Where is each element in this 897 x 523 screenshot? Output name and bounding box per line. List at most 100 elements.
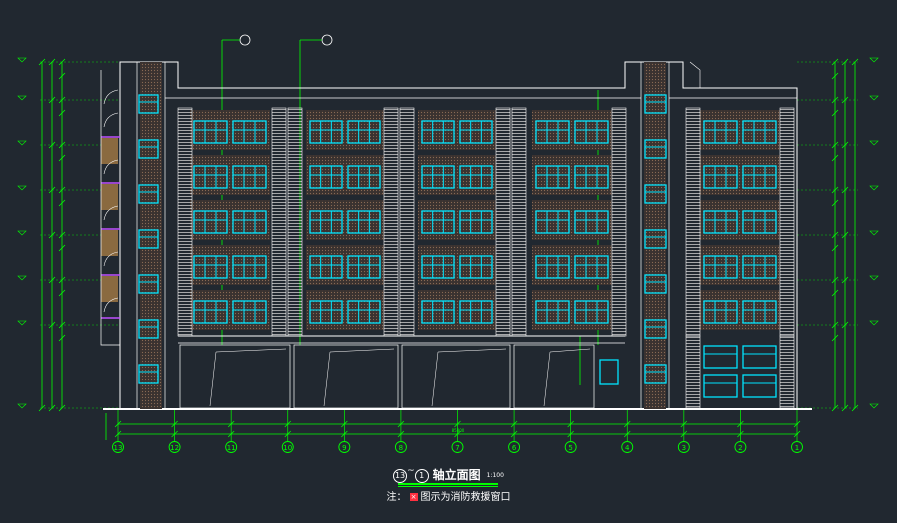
axis-tick [623, 430, 631, 438]
window-frame [232, 300, 267, 324]
ground-bay-line [437, 348, 507, 353]
window [193, 210, 228, 234]
axis-tick [114, 430, 122, 438]
stair-curve [103, 159, 119, 175]
window-frame [535, 255, 570, 279]
axis-bubble [394, 441, 407, 453]
window-frame [574, 210, 609, 234]
window [535, 165, 570, 189]
dim-tick [58, 289, 66, 297]
axis-tick [680, 430, 688, 438]
window-frame [309, 300, 343, 324]
level-marker [869, 95, 879, 101]
dim-tick [58, 154, 66, 162]
note-text: 图示为消防救援窗口 [420, 492, 511, 503]
louver-column [779, 335, 795, 409]
window-frame [742, 210, 777, 234]
note-prefix: 注： [386, 492, 407, 503]
level-marker [869, 403, 879, 409]
window [309, 300, 343, 324]
axis-label-4: 4 [625, 444, 630, 452]
level-marker [869, 230, 879, 236]
window [309, 165, 343, 189]
axis-tick [737, 430, 744, 438]
window-frame [742, 345, 777, 369]
window-frame [193, 165, 228, 189]
window-frame [232, 120, 267, 144]
level-marker [17, 140, 27, 146]
axis-tick [227, 420, 235, 428]
level-marker [17, 275, 27, 281]
window [703, 165, 738, 189]
ground-bay-line [323, 351, 331, 407]
axis-tick [793, 420, 801, 428]
window [703, 300, 738, 324]
balcony-outline [100, 70, 120, 346]
window-frame [703, 165, 738, 189]
tower-window [138, 94, 159, 114]
axis-bubble [677, 441, 690, 453]
window [193, 255, 228, 279]
roof-feature [682, 61, 701, 89]
level-marker [17, 185, 27, 191]
window [742, 210, 777, 234]
axis-tick [227, 430, 235, 438]
axis-tick [341, 420, 348, 428]
louver-column [511, 107, 527, 337]
window-frame [703, 345, 738, 369]
axis-tick [284, 430, 292, 438]
building-layer [100, 61, 812, 410]
window [193, 120, 228, 144]
axis-tick [737, 420, 744, 428]
louver-column [399, 107, 415, 337]
axis-label-6: 6 [512, 444, 517, 452]
axis-bubble [225, 441, 238, 453]
tower-window [138, 139, 159, 159]
tower-facade [140, 62, 162, 409]
dim-tick [58, 334, 66, 342]
stair-curve [103, 297, 119, 313]
level-marker [869, 140, 879, 146]
tower-window [644, 229, 667, 249]
axis-tick [567, 430, 574, 438]
window [574, 210, 609, 234]
title-underline-thin [398, 486, 498, 487]
axis-bubble [791, 441, 803, 453]
axis-tick [510, 420, 518, 428]
axis-start-marker: 13 [393, 468, 408, 483]
dim-tick [831, 109, 839, 117]
axis-tick [171, 430, 178, 438]
window-frame [421, 165, 455, 189]
ground-bay-line [215, 348, 287, 353]
axis-tick [680, 420, 688, 428]
axis-separator: ~ [407, 466, 415, 476]
louver-column [383, 107, 399, 337]
dim-tick [831, 244, 839, 252]
window [459, 210, 493, 234]
window-frame [347, 120, 381, 144]
window [535, 255, 570, 279]
axis-label-1: 1 [795, 444, 799, 452]
balcony-panel [101, 276, 118, 302]
window-frame [742, 374, 777, 398]
stair-curve [103, 205, 119, 221]
window [535, 210, 570, 234]
window [421, 165, 455, 189]
louver-column [611, 107, 627, 337]
ground-bay-line [543, 351, 551, 407]
axis-end-marker: 1 [414, 468, 429, 483]
window-frame [535, 210, 570, 234]
window-frame [742, 300, 777, 324]
window [347, 210, 381, 234]
tower-window [138, 274, 159, 294]
axis-bubble [621, 441, 634, 453]
axis-label-7: 7 [455, 444, 459, 452]
window [421, 255, 455, 279]
window [459, 255, 493, 279]
window [193, 300, 228, 324]
axis-label-12: 12 [170, 444, 179, 452]
louver-column [685, 335, 701, 409]
tower-window [138, 319, 159, 339]
window-frame [574, 120, 609, 144]
